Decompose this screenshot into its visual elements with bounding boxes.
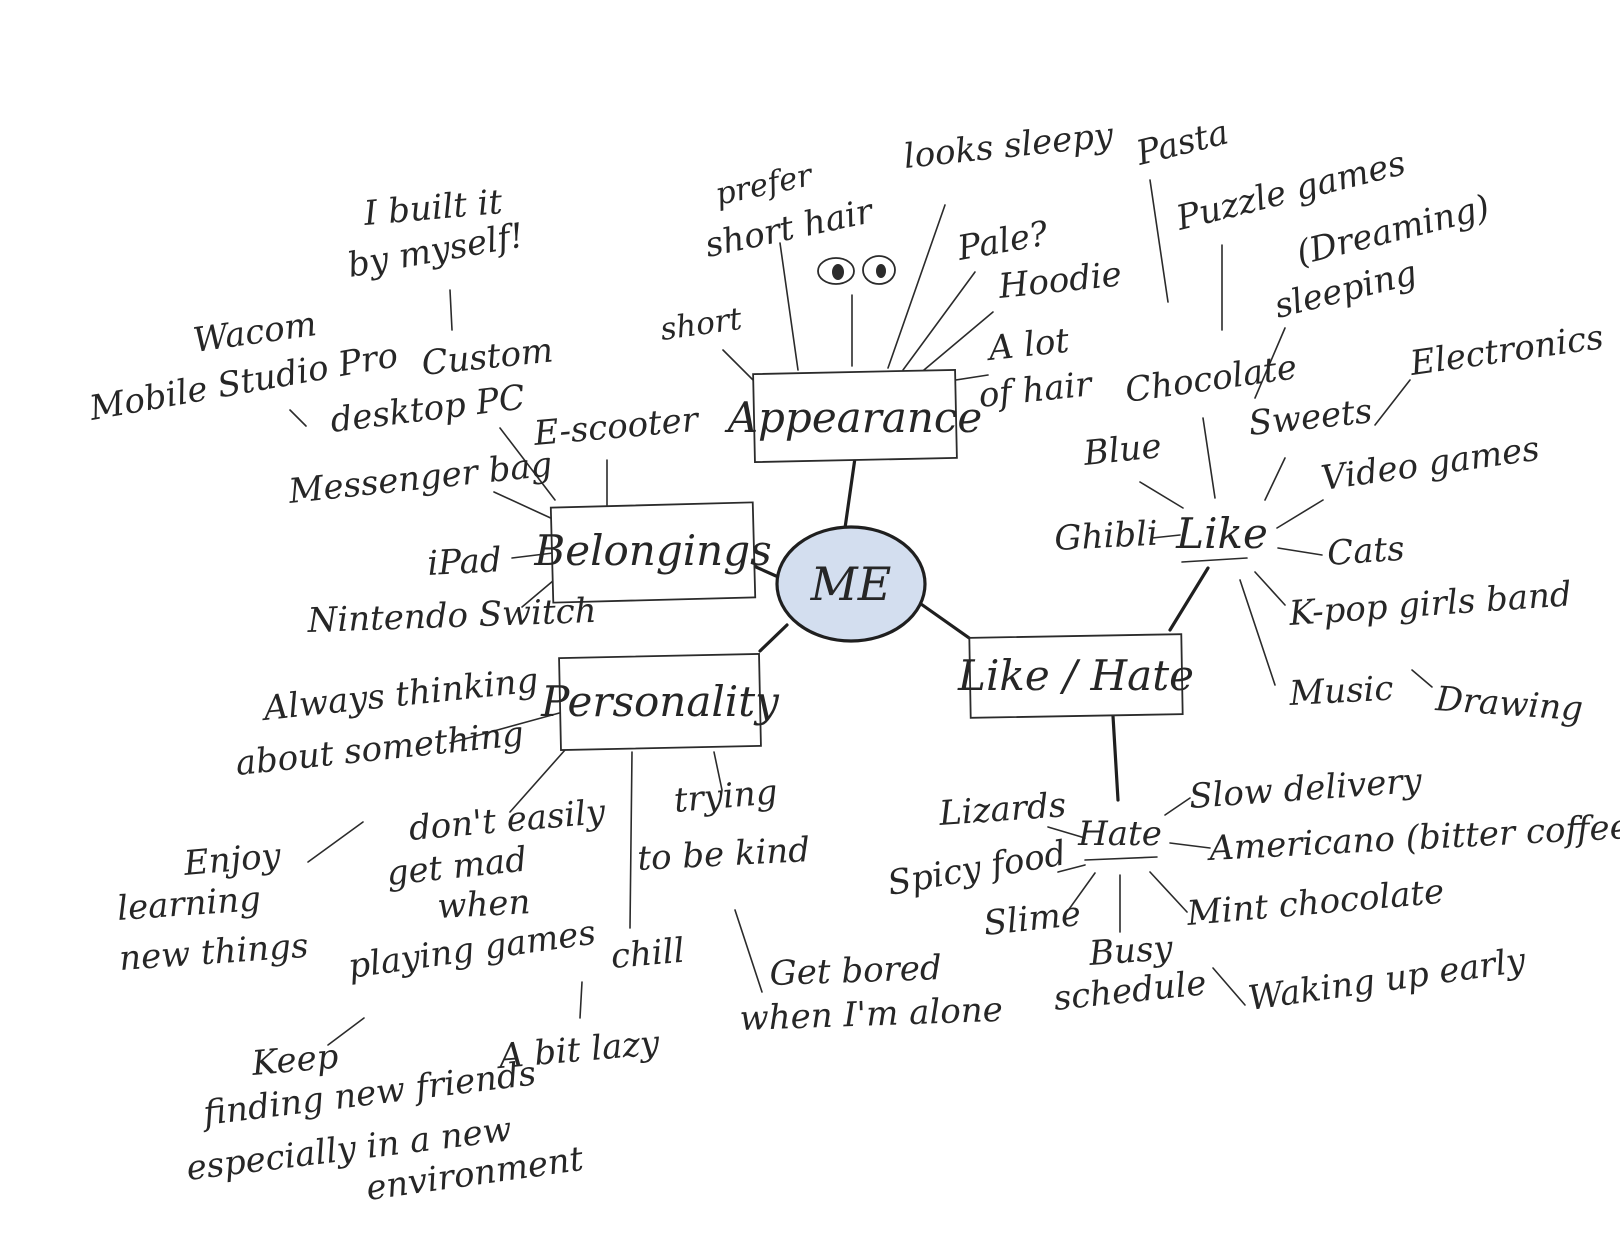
belongings-item: Nintendo Switch bbox=[306, 591, 597, 641]
hate-label: Hate bbox=[1077, 814, 1162, 854]
connector-me-likehate bbox=[921, 604, 972, 640]
connector-likehate-hate bbox=[1113, 716, 1118, 800]
like-item: K-pop girls band bbox=[1287, 574, 1573, 634]
hate-item: schedule bbox=[1052, 963, 1209, 1019]
like-item: Music bbox=[1287, 669, 1394, 714]
personality-item: Get bored bbox=[769, 948, 942, 994]
belongings-box: Belongings bbox=[533, 502, 771, 602]
center-node: ME bbox=[777, 527, 925, 641]
personality-item: to be kind bbox=[636, 830, 811, 879]
appearance-item: looks sleepy bbox=[902, 115, 1116, 177]
personality-item: when I'm alone bbox=[739, 990, 1004, 1039]
center-label: ME bbox=[810, 557, 892, 611]
like-item: Drawing bbox=[1433, 679, 1584, 729]
belongings-item: E-scooter bbox=[531, 400, 701, 454]
connector-me-personality bbox=[760, 625, 787, 651]
personality-title: Personality bbox=[540, 677, 780, 726]
appearance-item: Hoodie bbox=[996, 254, 1124, 307]
belongings-item: Custom bbox=[420, 330, 555, 384]
like-hate-title: Like / Hate bbox=[957, 651, 1194, 700]
hate-item: Waking up early bbox=[1246, 940, 1529, 1019]
appearance-item: A lot bbox=[984, 321, 1071, 370]
like-item: Pasta bbox=[1132, 112, 1233, 174]
personality-leaves: Always thinking about something Enjoy le… bbox=[116, 660, 1004, 1209]
appearance-item: short bbox=[658, 301, 745, 348]
personality-item: chill bbox=[609, 931, 686, 977]
like-item: Blue bbox=[1081, 426, 1164, 474]
like-label: Like bbox=[1175, 509, 1268, 558]
like-item: Ghibli bbox=[1053, 514, 1158, 559]
like-item: Video games bbox=[1319, 429, 1542, 499]
personality-item: learning bbox=[116, 879, 262, 929]
like-node: Like bbox=[1175, 509, 1268, 562]
like-hate-box: Like / Hate bbox=[957, 634, 1194, 718]
hate-item: Spicy food bbox=[885, 833, 1069, 904]
belongings-title: Belongings bbox=[533, 526, 771, 575]
connector-me-appearance bbox=[845, 458, 855, 528]
personality-item: Keep bbox=[249, 1037, 340, 1084]
personality-item: Enjoy bbox=[181, 836, 283, 884]
personality-item: when bbox=[436, 882, 531, 927]
like-item: sleeping bbox=[1271, 253, 1421, 327]
hate-item: Slow delivery bbox=[1188, 761, 1424, 817]
appearance-item: of hair bbox=[977, 364, 1095, 416]
hate-item: Slime bbox=[982, 894, 1083, 944]
personality-box: Personality bbox=[540, 654, 780, 750]
belongings-item: iPad bbox=[426, 540, 502, 584]
appearance-title: Appearance bbox=[724, 393, 983, 442]
hate-leaves: Lizards Slow delivery Americano (bitter … bbox=[885, 761, 1620, 1019]
personality-item: A bit lazy bbox=[494, 1023, 661, 1077]
hate-item: Mint chocolate bbox=[1184, 872, 1445, 934]
like-item: Electronics bbox=[1407, 317, 1606, 384]
connector-likehate-like bbox=[1170, 568, 1208, 630]
personality-item: new things bbox=[118, 926, 310, 979]
eyes-doodle bbox=[818, 256, 895, 284]
hate-node: Hate bbox=[1077, 814, 1162, 860]
personality-item: trying bbox=[672, 772, 779, 821]
like-item: Cats bbox=[1326, 529, 1406, 574]
hate-item: Americano (bitter coffee) bbox=[1205, 806, 1620, 869]
appearance-item: Pale? bbox=[954, 214, 1052, 269]
appearance-box: Appearance bbox=[724, 370, 983, 462]
belongings-item: desktop PC bbox=[328, 377, 527, 441]
like-item: Sweets bbox=[1247, 391, 1374, 444]
